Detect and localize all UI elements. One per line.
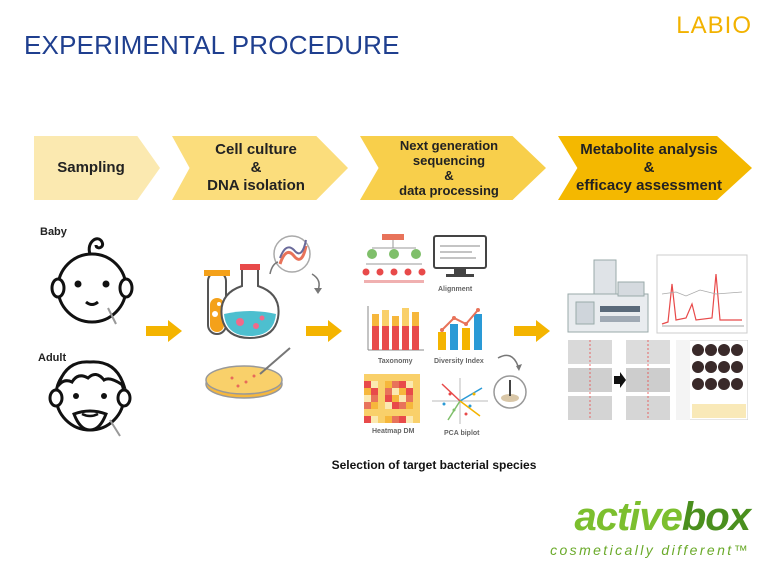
taxonomy-label: Taxonomy	[378, 358, 413, 365]
brand-tagline: cosmetically different™	[550, 542, 750, 558]
cycle-arrows-icon	[493, 354, 527, 409]
step-label: Next generation sequencing & data proces…	[399, 138, 499, 198]
pca-biplot-icon	[432, 378, 488, 424]
petri-dish-icon	[205, 347, 291, 399]
brand-part-b: box	[681, 495, 751, 539]
baby-label: Baby	[40, 226, 67, 238]
labio-logo: LABIO	[676, 12, 752, 39]
adult-label: Adult	[38, 352, 67, 364]
adult-face-icon	[48, 360, 132, 437]
step-label: Sampling	[57, 159, 125, 176]
step-ngs: Next generation sequencing & data proces…	[360, 136, 546, 200]
diversity-chart-icon	[438, 308, 482, 350]
heatmap-icon	[364, 374, 420, 423]
heatmap-label: Heatmap DM	[372, 428, 415, 435]
selection-caption: Selection of target bacterial species	[331, 458, 537, 472]
baby-face-icon	[50, 237, 134, 325]
lc-ms-instrument-icon	[567, 259, 649, 333]
flow-arrow-icon	[146, 320, 182, 342]
brand-part-a: active	[574, 495, 682, 539]
diversity-label: Diversity Index	[434, 358, 484, 365]
step-cell-culture: Cell culture & DNA isolation	[172, 136, 348, 200]
page-title: EXPERIMENTAL PROCEDURE	[24, 30, 400, 60]
monitor-icon	[433, 235, 487, 277]
taxonomy-tree-icon	[362, 234, 426, 283]
step-sampling: Sampling	[34, 136, 160, 200]
activebox-logo: activebox	[574, 495, 751, 540]
chromatogram-icon	[656, 254, 748, 334]
step-label: Cell culture & DNA isolation	[207, 141, 305, 194]
microscopy-panel-icon	[568, 340, 670, 420]
flow-arrow-icon	[306, 320, 342, 342]
pca-label: PCA biplot	[444, 430, 480, 437]
step-metabolite: Metabolite analysis & efficacy assessmen…	[558, 136, 752, 200]
well-plate-icon	[676, 340, 748, 420]
lab-flasks-icon	[204, 235, 322, 340]
alignment-label: Alignment	[438, 286, 473, 293]
step-label: Metabolite analysis & efficacy assessmen…	[576, 141, 722, 194]
stacked-bar-icon	[367, 306, 424, 351]
flow-arrow-icon	[514, 320, 550, 342]
